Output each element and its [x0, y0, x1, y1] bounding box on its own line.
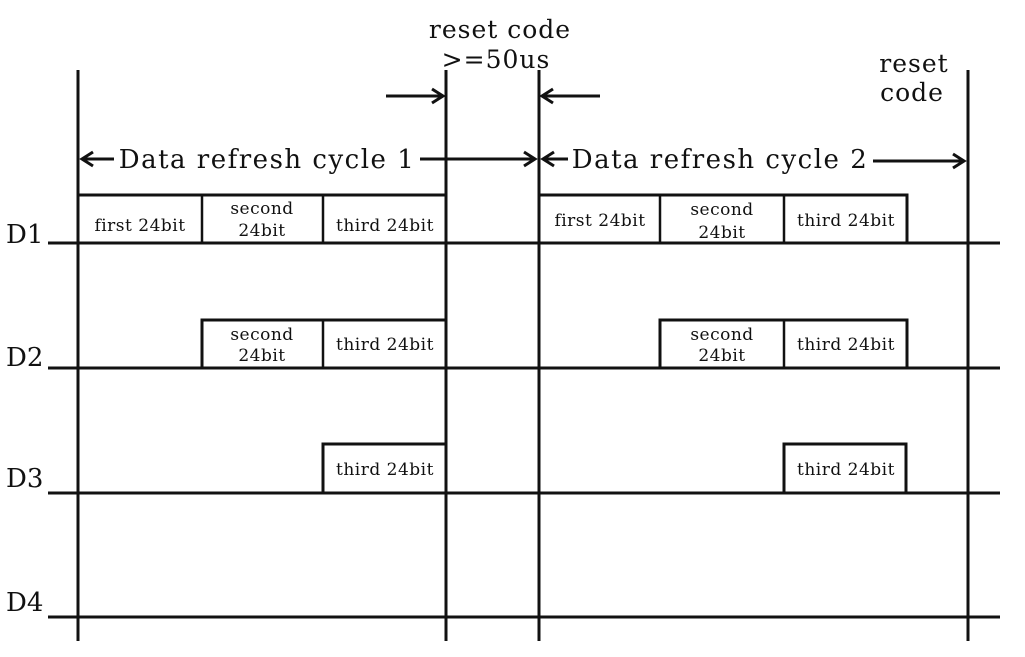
d1-c1-second-24bit: 24bit [238, 221, 285, 241]
d3-cycle1-pulse [321, 442, 448, 493]
d2-c1-second-24bit: 24bit [238, 346, 285, 366]
d1-c2-second-24bit: 24bit [698, 223, 745, 243]
d1-c2-third-24bit: third 24bit [797, 211, 895, 231]
cycle2-span-arrow [540, 150, 967, 170]
row-label-d2: D2 [6, 343, 43, 373]
d3-c1-third-24bit: third 24bit [336, 460, 434, 480]
cycle1-label: Data refresh cycle 1 [119, 145, 416, 175]
row-label-d4: D4 [6, 588, 43, 618]
d2-c2-second-label: second [690, 325, 753, 345]
cycle2-label: Data refresh cycle 2 [572, 145, 869, 175]
d1-c1-first-24bit: first 24bit [94, 216, 185, 236]
d2-c2-second-24bit: 24bit [698, 346, 745, 366]
d1-c1-second-label: second [230, 199, 293, 219]
d1-cycle2-pulse [537, 193, 909, 243]
d2-c2-third-24bit: third 24bit [797, 335, 895, 355]
d1-cycle1-pulse [76, 193, 448, 243]
reset-duration-label: >=50us [442, 45, 551, 74]
reset-interval-arrows [386, 87, 600, 105]
d2-cycle2-pulse [658, 318, 909, 368]
reset-code-right-label-2: code [880, 78, 944, 107]
d1-c1-third-24bit: third 24bit [336, 216, 434, 236]
d2-cycle1-pulse [200, 318, 448, 368]
cycle1-span-arrow [79, 150, 538, 168]
d3-cycle2-pulse [782, 442, 908, 493]
d2-c1-second-label: second [230, 325, 293, 345]
d2-c1-third-24bit: third 24bit [336, 335, 434, 355]
reset-code-right-label: reset [879, 49, 948, 78]
reset-code-label: reset code [429, 15, 571, 44]
row-label-d3: D3 [6, 464, 43, 494]
d1-c2-first-24bit: first 24bit [554, 211, 645, 231]
row-label-d1: D1 [6, 220, 43, 250]
d1-c2-second-label: second [690, 200, 753, 220]
d3-c2-third-24bit: third 24bit [797, 460, 895, 480]
